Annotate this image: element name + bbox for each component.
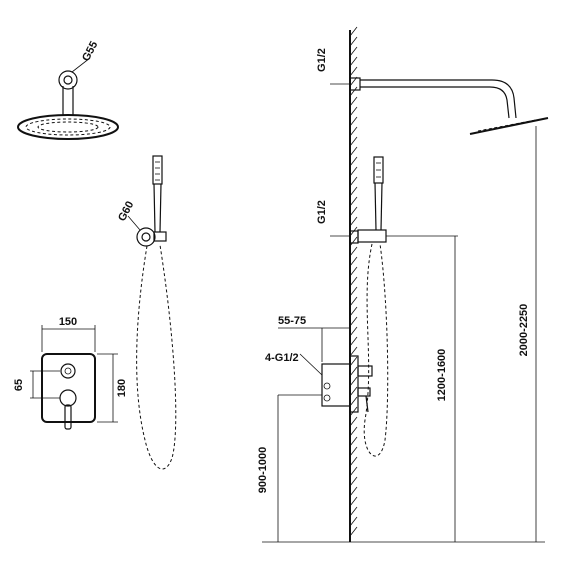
mixer-knob	[59, 389, 77, 407]
hand-shower-handle-left	[153, 183, 156, 233]
shower-head-detail: G55	[17, 39, 119, 140]
mixer-handle-side	[357, 387, 371, 397]
hand-shower-head	[152, 155, 163, 185]
head-diameter-label: G55	[80, 39, 100, 63]
hatch-stroke	[349, 326, 358, 337]
valve-height-label: 900-1000	[257, 447, 269, 494]
hatch-stroke	[349, 386, 358, 397]
valve-faceplate	[41, 353, 96, 423]
hand-shower-hose	[136, 244, 177, 470]
hatch-stroke	[349, 446, 358, 457]
shower-head-nozzles-inner	[37, 121, 99, 133]
hatch-stroke	[349, 86, 358, 97]
valve-threads-label: 4-G1/2	[265, 352, 299, 364]
hatch-stroke	[349, 506, 358, 517]
shower-head-nozzles	[25, 118, 111, 136]
hatch-stroke	[349, 26, 358, 37]
hatch-stroke	[349, 526, 358, 537]
hatch-stroke	[349, 46, 358, 57]
side-holder-bracket	[357, 229, 387, 243]
hatch-stroke	[349, 56, 358, 67]
holder-diameter-label: G60	[116, 199, 136, 223]
hatch-stroke	[349, 66, 358, 77]
installation-side-view: G1/2 G1/2 4-G1/2 55-75 900-1000 1200-160…	[257, 26, 549, 543]
thread-middle-label: G1/2	[316, 200, 328, 224]
hatch-stroke	[349, 186, 358, 197]
valve-cover-plate	[349, 355, 359, 413]
ceiling-flange-inner	[63, 75, 73, 85]
mixer-handle	[64, 404, 72, 430]
side-hand-shower-head	[373, 156, 384, 184]
shower-height-label: 2000-2250	[518, 304, 530, 357]
hatch-stroke	[349, 396, 358, 407]
hatch-stroke	[349, 316, 358, 327]
shower-arm-bottom	[360, 86, 510, 119]
hatch-stroke	[349, 356, 358, 367]
hatch-stroke	[349, 336, 358, 347]
hatch-stroke	[349, 236, 358, 247]
hatch-stroke	[349, 166, 358, 177]
hatch-stroke	[349, 146, 358, 157]
wall-depth-label: 55-75	[278, 315, 306, 327]
hatch-stroke	[349, 196, 358, 207]
diverter-knob	[60, 363, 76, 379]
diverter-handle	[357, 365, 373, 377]
hatch-stroke	[349, 466, 358, 477]
hatch-stroke	[349, 116, 358, 127]
wall-hatching	[349, 26, 358, 537]
hatch-stroke	[349, 476, 358, 487]
hatch-stroke	[349, 456, 358, 467]
hatch-stroke	[349, 36, 358, 47]
hatch-stroke	[349, 156, 358, 167]
hatch-stroke	[349, 306, 358, 317]
hatch-stroke	[349, 366, 358, 377]
hatch-stroke	[349, 216, 358, 227]
hatch-stroke	[349, 136, 358, 147]
hatch-stroke	[349, 296, 358, 307]
hatch-stroke	[349, 516, 358, 527]
holder-height-label: 1200-1600	[436, 349, 448, 402]
holder-diameter-leader	[127, 215, 141, 231]
hatch-stroke	[349, 176, 358, 187]
knob-spacing-label: 65	[13, 379, 25, 391]
hatch-stroke	[349, 426, 358, 437]
hatch-stroke	[349, 126, 358, 137]
hatch-stroke	[349, 96, 358, 107]
plate-height-label: 180	[116, 379, 128, 397]
plate-width-label: 150	[59, 316, 77, 328]
holder-flange-inner	[141, 232, 151, 242]
hand-shower-detail: G60	[116, 155, 177, 470]
side-hose	[363, 243, 389, 457]
hatch-stroke	[349, 416, 358, 427]
concealed-valve-body	[321, 363, 351, 407]
hatch-stroke	[349, 256, 358, 267]
hatch-stroke	[349, 436, 358, 447]
hatch-stroke	[349, 346, 358, 357]
hatch-stroke	[349, 206, 358, 217]
hatch-stroke	[349, 496, 358, 507]
hatch-stroke	[349, 376, 358, 387]
ceiling-flange-outer	[58, 70, 78, 90]
hatch-stroke	[349, 266, 358, 277]
hatch-stroke	[349, 486, 358, 497]
shower-head-outline	[17, 114, 119, 140]
hatch-stroke	[349, 246, 358, 257]
valve-plate-detail: 150 180 65	[13, 316, 128, 430]
valve-thread-leader	[299, 353, 323, 376]
head-diameter-leader	[71, 57, 91, 73]
hatch-stroke	[349, 286, 358, 297]
hatch-stroke	[349, 106, 358, 117]
holder-bracket	[153, 231, 167, 242]
hand-shower-handle-right	[159, 183, 162, 233]
shower-arm-top	[360, 79, 517, 119]
holder-flange-outer	[136, 227, 156, 247]
hatch-stroke	[349, 276, 358, 287]
thread-top-label: G1/2	[316, 48, 328, 72]
